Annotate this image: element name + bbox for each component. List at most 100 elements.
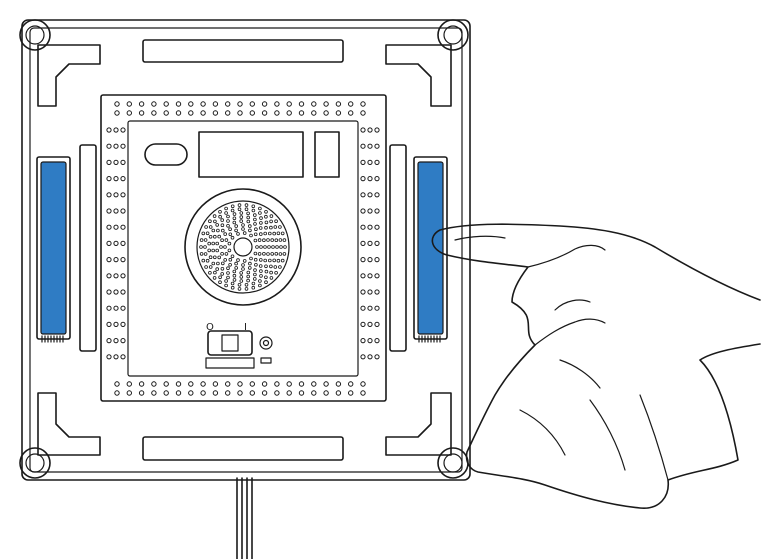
grill-hole (267, 245, 271, 249)
vent-hole (374, 176, 380, 182)
grill-hole (258, 206, 262, 211)
grill-hole (253, 238, 258, 243)
vent-hole (298, 101, 305, 107)
grill-hole (232, 216, 237, 221)
grill-hole (241, 223, 245, 227)
grill-hole (259, 216, 263, 220)
grill-hole (208, 225, 213, 229)
grill-hole (230, 204, 235, 209)
vent-hole (360, 176, 366, 182)
grill-hole (207, 241, 212, 246)
grill-hole (205, 258, 210, 263)
vent-hole (374, 240, 380, 246)
vent-hole (163, 110, 169, 116)
vent-hole (106, 192, 112, 198)
vent-hole (106, 321, 112, 327)
vent-hole (323, 110, 329, 116)
grill-hole (258, 264, 263, 268)
grill-hole (258, 232, 263, 236)
corner-screws (19, 19, 469, 479)
grill-hole (213, 255, 217, 260)
grill-hole (263, 231, 268, 236)
grill-hole (217, 255, 222, 260)
grill-hole (237, 282, 242, 287)
vent-hole (175, 381, 182, 387)
vent-hole (120, 127, 126, 133)
grill-hole (274, 270, 278, 275)
grill-hole (264, 225, 268, 230)
grill-hole (203, 238, 208, 242)
grill-hole (264, 280, 268, 285)
grill-hole (246, 270, 251, 275)
grill-hole (207, 248, 212, 253)
grill-hole (234, 261, 238, 266)
switch-knob[interactable] (221, 334, 239, 352)
vent-hole (106, 273, 112, 279)
grill-hole (259, 245, 263, 249)
grill-hole (269, 270, 273, 275)
grill-hole (239, 211, 244, 215)
sensor-window (314, 131, 340, 178)
grill-hole (232, 269, 237, 274)
grill-hole (242, 259, 247, 263)
grill-hole (254, 227, 258, 232)
grill-hole (241, 267, 245, 271)
grill-hole (232, 220, 237, 225)
grill-hole (270, 238, 275, 242)
grill-hole (201, 258, 206, 263)
vent-hole (367, 176, 373, 182)
vent-hole (175, 101, 182, 107)
vent-hole (274, 390, 280, 396)
grill-hole (241, 227, 245, 231)
corner-screw (437, 19, 469, 51)
grill-hole (213, 270, 217, 275)
grill-hole (230, 254, 235, 259)
grill-hole (212, 276, 217, 280)
vent-hole (311, 381, 317, 387)
vent-hole (106, 208, 112, 214)
vent-hole (120, 289, 126, 295)
grill-hole (220, 238, 224, 243)
grill-hole (237, 287, 242, 291)
grill-hole (278, 252, 283, 256)
vent-hole (113, 321, 119, 327)
switch-housing[interactable] (207, 330, 253, 356)
vent-hole (323, 101, 329, 107)
grill-hole (251, 208, 256, 213)
vent-hole (114, 381, 120, 387)
vent-hole (367, 224, 373, 230)
vent-hole (249, 381, 256, 387)
grill-hole (248, 224, 252, 228)
vent-hole (286, 381, 292, 387)
vent-hole (374, 192, 380, 198)
vent-hole (138, 110, 145, 116)
vent-hole (367, 305, 373, 311)
grill-hole (218, 280, 222, 285)
vent-hole (126, 390, 133, 396)
grill-hole (254, 262, 258, 267)
status-indicator (259, 336, 273, 350)
vent-hole (374, 321, 380, 327)
grill-hole (239, 219, 244, 223)
grill-hole (226, 271, 230, 275)
grill-hole (220, 252, 224, 256)
grill-hole (239, 275, 244, 279)
grill-hole (224, 252, 229, 256)
grill-hole (275, 245, 279, 249)
vent-hole (113, 208, 119, 214)
grill-hole (276, 231, 281, 236)
vent-hole (106, 338, 112, 344)
vent-hole (374, 127, 380, 133)
corner-bracket (37, 44, 101, 107)
vent-hole (237, 381, 243, 387)
vent-hole (367, 159, 373, 165)
center-panel (100, 94, 387, 402)
vent-hole (106, 143, 112, 149)
grill-hole (253, 272, 257, 277)
grill-hole (226, 266, 230, 271)
oval-button (144, 143, 188, 166)
right-cleaning-pad (413, 156, 448, 343)
grill-hole (216, 228, 220, 233)
grill-hole (218, 214, 222, 219)
grill-hole (237, 203, 242, 207)
